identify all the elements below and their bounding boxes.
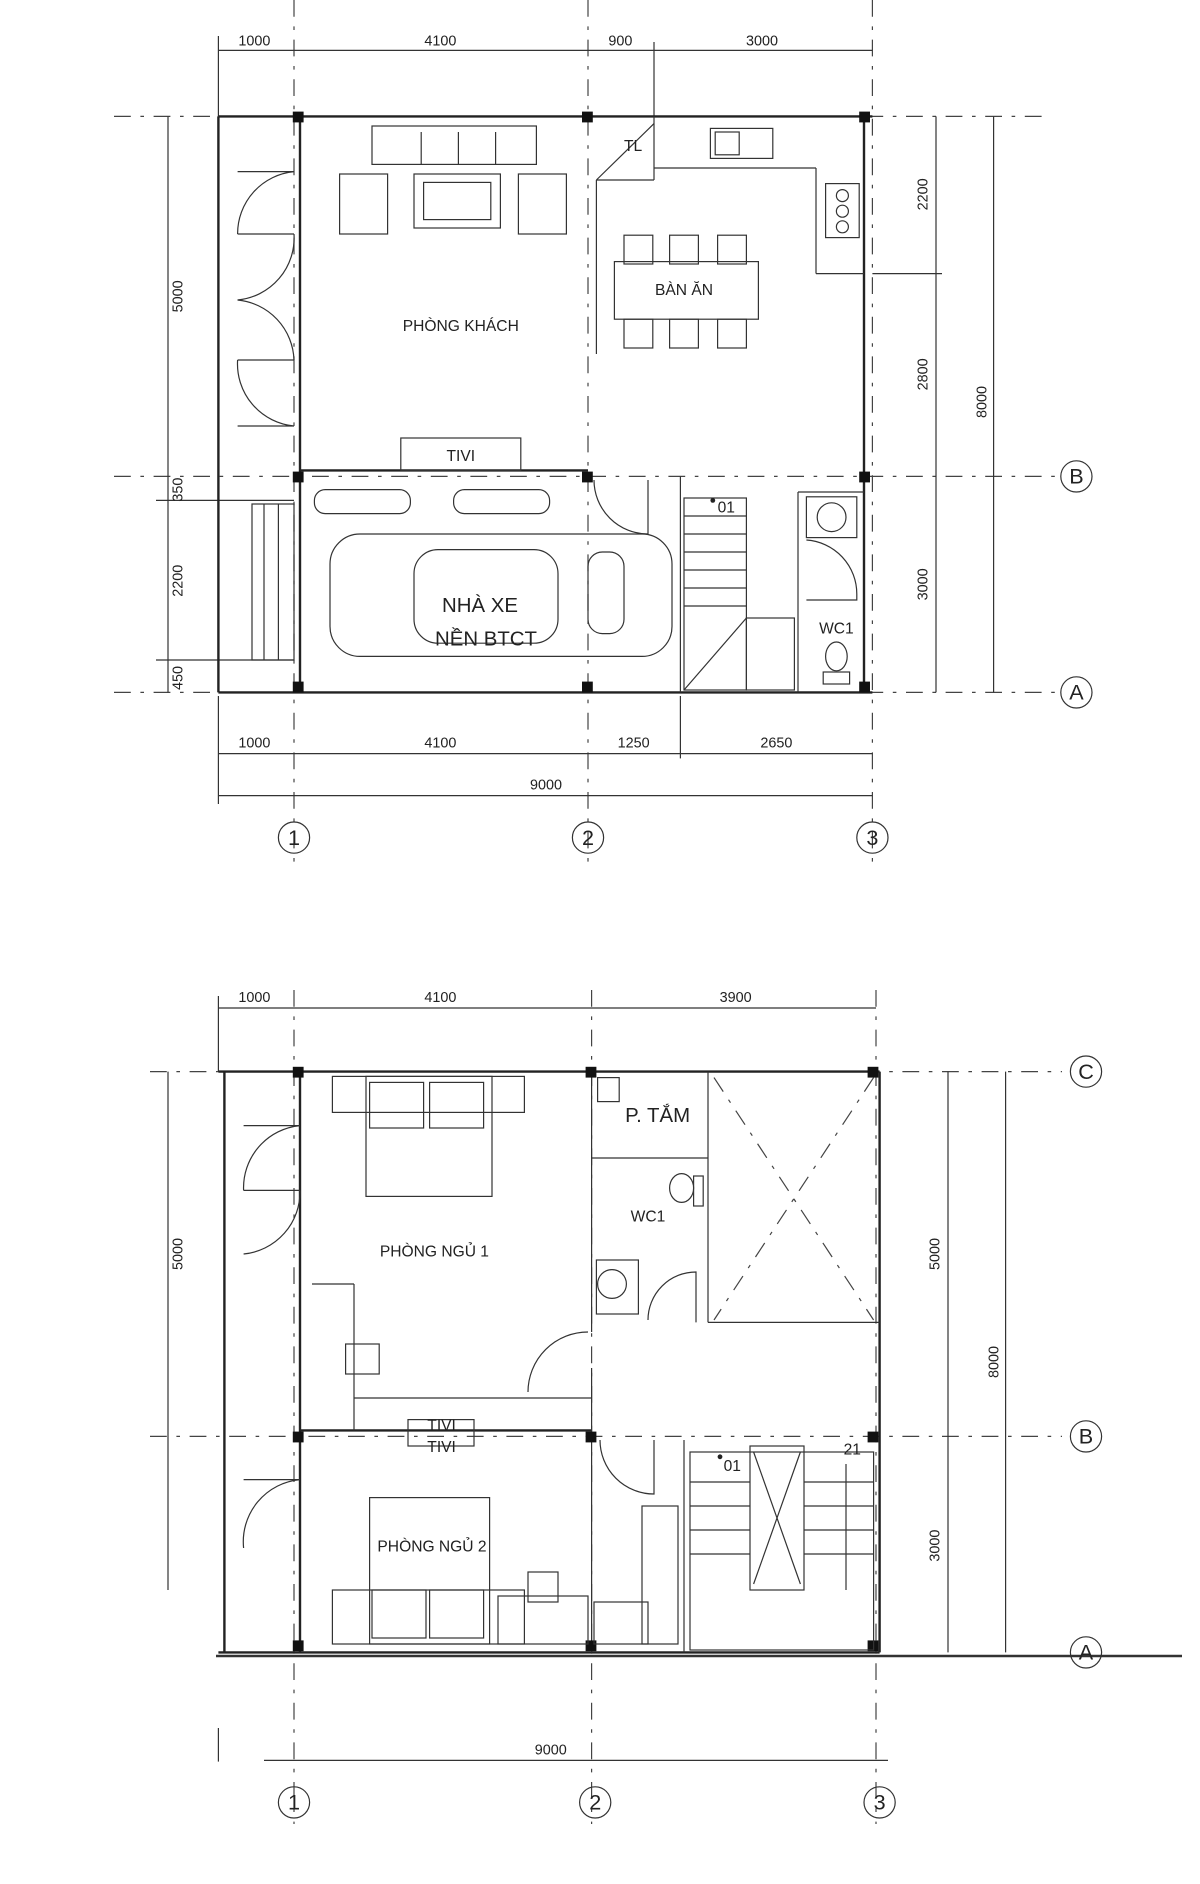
left-dimensions: 5000 (167, 1071, 186, 1590)
bottom-dimensions: 1000 4100 1250 2650 9000 (217, 696, 873, 804)
top-dimensions: 1000 4100 900 3000 (217, 34, 873, 117)
car (329, 533, 673, 657)
ground-floor-plan: 1000 4100 900 3000 5000 350 2200 450 220… (114, 0, 1093, 864)
walls (218, 1070, 881, 1654)
dim-label: 2200 (170, 565, 186, 597)
tv-cabinet: TIVI (400, 437, 522, 471)
room-label-garage: NHÀ XE (442, 594, 518, 617)
dim-label: 5000 (170, 1238, 186, 1270)
room-label-bedroom-2: PHÒNG NGỦ 2 (377, 1537, 486, 1556)
dim-label: 1000 (238, 736, 270, 752)
walls (217, 115, 873, 694)
axis-markers: 1 2 3 B A (277, 460, 1093, 854)
kitchen-sink (709, 127, 774, 159)
upper-floor-plan: 1000 4100 3900 5000 5000 3000 8000 9000 … (150, 990, 1182, 1824)
dim-label: 8000 (974, 386, 990, 418)
axis-label: 1 (288, 825, 300, 850)
axis-label: B (1079, 1424, 1093, 1449)
axis-label: 1 (288, 1790, 300, 1815)
dim-label: 9000 (535, 1742, 567, 1758)
tv-label: TIVI (447, 448, 476, 465)
dim-label: 3000 (916, 568, 932, 600)
room-label-tl: TL (624, 138, 643, 155)
dim-label: 5000 (170, 280, 186, 312)
dim-label: 2200 (916, 178, 932, 210)
desk-2 (497, 1595, 589, 1645)
axis-label: 2 (589, 1790, 601, 1815)
dim-label: 450 (170, 666, 186, 690)
tv-label: TIVI (427, 1439, 456, 1456)
bedroom-1-door (527, 1331, 589, 1393)
axis-label: C (1078, 1059, 1094, 1084)
room-label-dining: BÀN ĂN (655, 280, 713, 299)
dining-table: BÀN ĂN (613, 234, 759, 349)
void-opening (713, 1077, 875, 1321)
chair (527, 1571, 559, 1603)
room-label-wc: WC1 (631, 1209, 666, 1226)
bed-1 (331, 1075, 525, 1197)
dim-label: 4100 (424, 990, 456, 1006)
axis-label: 3 (874, 1790, 886, 1815)
sofa-set (338, 125, 567, 235)
bathroom-fixtures (595, 1077, 704, 1323)
stove (825, 183, 860, 239)
dim-label: 2650 (760, 736, 792, 752)
dim-label: 3900 (720, 990, 752, 1006)
desk-1 (345, 1343, 380, 1375)
dim-label: 3000 (746, 34, 778, 50)
top-dimensions: 1000 4100 3900 (217, 990, 876, 1072)
dim-label: 2800 (916, 358, 932, 390)
room-label-bedroom-1: PHÒNG NGỦ 1 (380, 1241, 489, 1260)
bedroom-2-door (599, 1439, 655, 1495)
axis-label: A (1079, 1640, 1094, 1665)
axis-label: 3 (866, 825, 878, 850)
dim-label: 4100 (424, 736, 456, 752)
bed-2 (331, 1497, 525, 1645)
left-dimensions: 5000 350 2200 450 (156, 116, 294, 693)
room-label-wc: WC1 (819, 621, 854, 638)
grid-lines (114, 0, 1056, 864)
dim-label: 4100 (424, 34, 456, 50)
stair-start-label: 01 (724, 1458, 741, 1475)
columns (292, 1066, 879, 1652)
staircase: 01 (683, 497, 795, 691)
dim-label: 3000 (928, 1530, 944, 1562)
staircase: 01 21 (689, 1441, 875, 1651)
room-label-bathroom: P. TẮM (625, 1103, 690, 1127)
columns (292, 111, 870, 693)
entrance-ramp (251, 503, 295, 661)
axis-label: B (1069, 464, 1083, 489)
room-label-living: PHÒNG KHÁCH (403, 316, 519, 335)
grid-lines (150, 990, 1182, 1824)
facade-doors (236, 171, 295, 427)
dim-label: 1000 (238, 990, 270, 1006)
tv-label: TIVI (427, 1417, 456, 1434)
axis-label: A (1069, 680, 1084, 705)
facade-doors (242, 1125, 301, 1549)
garage-door (593, 479, 649, 535)
dim-label: 9000 (530, 778, 562, 794)
tv-cabinet: TIVI TIVI (407, 1417, 475, 1456)
dim-label: 5000 (928, 1238, 944, 1270)
axis-label: 2 (582, 825, 594, 850)
dim-label: 1000 (238, 34, 270, 50)
right-dimensions: 5000 3000 8000 (928, 1071, 1007, 1653)
dim-label: 900 (608, 34, 632, 50)
dim-label: 1250 (618, 736, 650, 752)
right-dimensions: 2200 2800 3000 8000 (872, 116, 995, 693)
motorbikes (313, 488, 551, 515)
room-label-garage-floor: NỀN BTCT (435, 628, 537, 651)
axis-markers: 1 2 3 C B A (277, 1055, 1103, 1819)
stair-end-label: 21 (844, 1441, 861, 1458)
wc-fixtures (805, 496, 858, 685)
stair-start-label: 01 (718, 499, 735, 516)
wardrobe (593, 1505, 679, 1645)
dim-label: 8000 (986, 1346, 1002, 1378)
dim-label: 350 (170, 478, 186, 502)
bottom-dimensions: 9000 (217, 1728, 888, 1762)
